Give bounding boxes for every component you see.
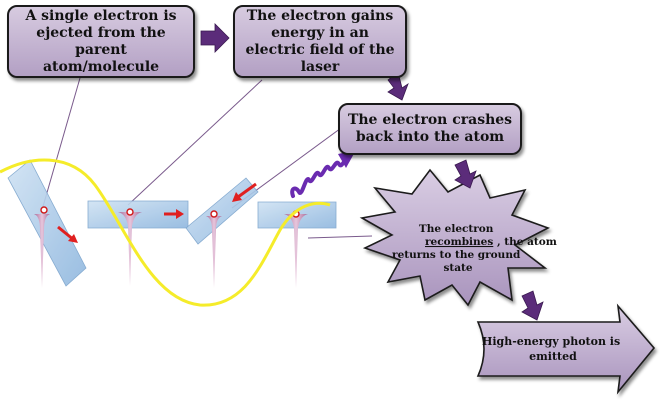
- burst-text: The electron recombines , the atom retur…: [392, 223, 560, 274]
- pointer-line-2: [127, 79, 263, 206]
- burst-line-4: state: [443, 262, 472, 274]
- pointer-line-1: [41, 77, 81, 211]
- burst-shape: [359, 168, 550, 307]
- electron-arrow-3: [237, 182, 257, 199]
- step-box-gain-energy: The electron gains energy in an electric…: [233, 5, 407, 78]
- potential-well-1: [34, 214, 50, 288]
- burst-line-2-rest: , the atom: [497, 236, 557, 248]
- pointer-line-4: [307, 235, 373, 239]
- burst-line-1: The electron: [419, 223, 494, 235]
- step-box-eject: A single electron is ejected from the pa…: [7, 5, 195, 78]
- atom-panel-3: [185, 177, 259, 288]
- field-plane-1: [7, 159, 87, 287]
- pointer-lines: [41, 77, 373, 239]
- potential-well-2: [118, 212, 142, 286]
- potential-well-3: [206, 216, 222, 288]
- field-plane-3: [185, 177, 259, 245]
- electron-icon: [40, 206, 48, 214]
- right-arrow-icon: [200, 23, 230, 53]
- electron-icon: [126, 208, 134, 216]
- burst-line-2-word: recombines: [425, 236, 493, 248]
- emission-text: High-energy photon is emitted: [482, 335, 624, 363]
- laser-field-wave: [0, 158, 331, 307]
- emission-line-2: emitted: [529, 350, 577, 363]
- atom-panel-1: [7, 159, 87, 288]
- emission-arrow-shape: [476, 303, 656, 395]
- step-box-gain-energy-text: The electron gains energy in an electric…: [245, 7, 395, 75]
- electron-icon: [210, 210, 218, 218]
- electron-arrow-head-3: [232, 192, 242, 202]
- potential-well-4: [284, 214, 308, 288]
- atom-panel-2: [87, 200, 189, 286]
- electron-arrow-head-2: [176, 209, 184, 219]
- recombination-burst: [359, 168, 550, 307]
- electron-arrow-head-1: [68, 234, 78, 243]
- flow-arrows: [200, 23, 544, 321]
- burst-line-3: returns to the ground: [392, 249, 521, 261]
- step-box-crash-back: The electron crashes back into the atom: [338, 103, 522, 155]
- atom-panel-4: [257, 150, 356, 288]
- down-arrow-icon: [521, 290, 544, 321]
- down-arrow-icon: [454, 159, 477, 189]
- photon-wave-icon: [290, 156, 350, 198]
- emission-line-1: High-energy photon is: [482, 335, 620, 348]
- step-box-crash-back-text: The electron crashes back into the atom: [347, 112, 513, 145]
- step-box-eject-text: A single electron is ejected from the pa…: [25, 7, 177, 75]
- emission-arrow-box: [476, 303, 656, 395]
